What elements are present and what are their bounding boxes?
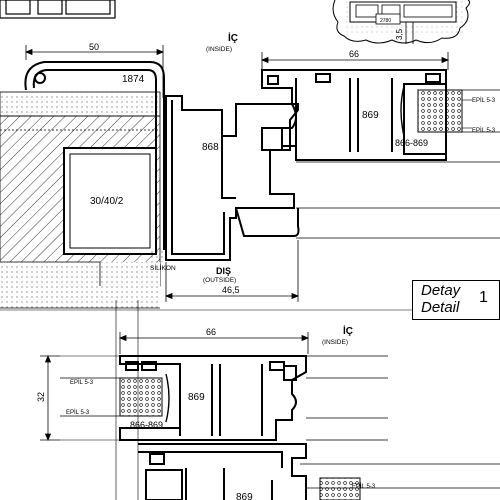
bottom-gasket-label-2: EPİL 5-3	[66, 409, 90, 416]
dimension-sash-bottom-height	[40, 354, 60, 442]
silikon-label: SİLİKON	[150, 263, 176, 272]
top-glazing-unit	[296, 85, 500, 239]
inset-detail: 2780 3,5	[332, 0, 471, 44]
top-sash-label: 869	[362, 110, 379, 121]
outside-en-label: (OUTSIDE)	[203, 277, 236, 284]
lower-gasket-label: EPİL 5-3	[352, 483, 376, 490]
lower-sash-label: 869	[236, 492, 253, 500]
dimension-cap-width	[24, 45, 165, 98]
dimension-frame-width	[164, 240, 300, 302]
top-combo-label: 866-869	[395, 138, 428, 148]
dimension-sash-bottom-width	[118, 332, 310, 354]
inset-height-dimension: 3,5	[395, 28, 404, 40]
top-gasket-label-1: EPİL 5-3	[472, 97, 496, 104]
outside-label: DIŞ	[216, 266, 231, 276]
detail-en-label: Detail	[421, 299, 460, 316]
frame-width-label: 46,5	[222, 285, 240, 295]
inside-en-label-top: (INSIDE)	[206, 46, 232, 53]
steel-reinforcement	[63, 147, 157, 255]
inside-en-label-bottom: (INSIDE)	[322, 339, 348, 346]
frame-profile-868	[165, 95, 300, 261]
inside-label-bottom: İÇ	[343, 324, 353, 337]
bottom-glazing-unit	[60, 355, 170, 441]
sash-bottom-width-label: 66	[206, 327, 216, 337]
bottom-sash-label: 869	[188, 392, 205, 403]
top-left-partial-profile	[0, 0, 116, 19]
bottom-gasket-label-1: EPİL 5-3	[70, 379, 94, 386]
cap-profile-label: 1874	[122, 74, 145, 85]
sash-top-width-label: 66	[349, 49, 359, 59]
bottom-combo-label: 866-869	[130, 420, 163, 430]
dimension-sash-top-width	[260, 52, 450, 70]
steel-label: 30/40/2	[90, 196, 124, 207]
frame-profile-label: 868	[202, 142, 219, 153]
lower-sash-profile	[138, 443, 500, 500]
cap-profile-1874	[24, 61, 165, 250]
detail-title-box: Detay Detail 1	[412, 280, 500, 320]
cap-width-label: 50	[89, 42, 99, 52]
bottom-sash-profile	[119, 355, 388, 441]
top-gasket-label-2: EPİL 5-3	[472, 127, 496, 134]
detail-tr-label: Detay	[421, 282, 461, 299]
inset-code-label: 2780	[380, 18, 391, 24]
inside-label-top: İÇ	[228, 31, 238, 44]
detail-number: 1	[479, 289, 488, 306]
top-sash-profile	[261, 69, 447, 161]
sash-bottom-height-label: 32	[36, 392, 46, 402]
